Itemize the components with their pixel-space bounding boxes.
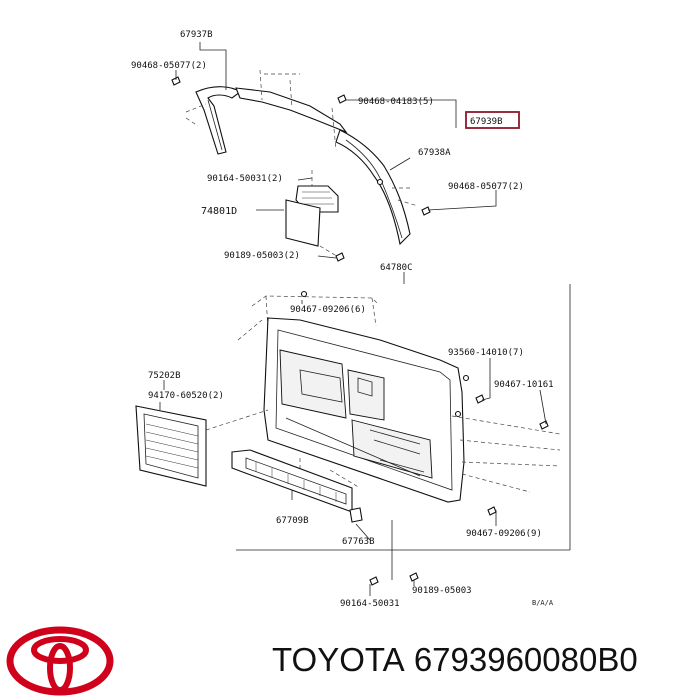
label-90164-50031-bottom: 90164-50031 (340, 599, 400, 609)
label-90468-05077-top: 90468-05077(2) (131, 61, 207, 71)
label-74801D: 74801D (201, 206, 237, 217)
label-90189-05003-bottom: 90189-05003 (412, 586, 472, 596)
label-93560-14010: 93560-14010(7) (448, 348, 524, 358)
trim-67937B (185, 86, 241, 155)
toyota-logo-icon (6, 626, 114, 696)
trim-67938A (235, 69, 419, 246)
label-64780C: 64780C (380, 263, 413, 273)
brand-part-number: TOYOTA 6793960080B0 (272, 636, 700, 684)
label-67709B: 67709B (276, 516, 309, 526)
label-90164-50031-top: 90164-50031(2) (207, 174, 283, 184)
label-67763B: 67763B (342, 537, 375, 547)
board-64780C (237, 290, 561, 503)
bracket-74801D (285, 170, 341, 259)
label-90467-10161: 90467-10161 (494, 380, 554, 390)
frame-lines (236, 284, 571, 551)
label-90468-04183: 90468-04183(5) (358, 97, 434, 107)
highlight-box (465, 111, 520, 129)
label-90189-05003-top: 90189-05003(2) (224, 251, 300, 261)
label-94170-60520: 94170-60520(2) (148, 391, 224, 401)
label-90468-05077-right: 90468-05077(2) (448, 182, 524, 192)
part-number: 6793960080B0 (413, 641, 638, 678)
label-67939B: 67939B (470, 117, 503, 127)
leader-lines (159, 42, 547, 596)
label-90467-09206-9: 90467-09206(9) (466, 529, 542, 539)
clip-67763B (349, 507, 371, 541)
label-75202B: 75202B (148, 371, 181, 381)
fasteners (171, 76, 549, 586)
label-90467-09206-6: 90467-09206(6) (290, 305, 366, 315)
label-67938A: 67938A (418, 148, 451, 158)
grille-75202B (135, 405, 269, 487)
brand-name: TOYOTA (272, 641, 405, 678)
drawing-ref: B/A/A (532, 599, 554, 607)
label-67937B: 67937B (180, 30, 213, 40)
